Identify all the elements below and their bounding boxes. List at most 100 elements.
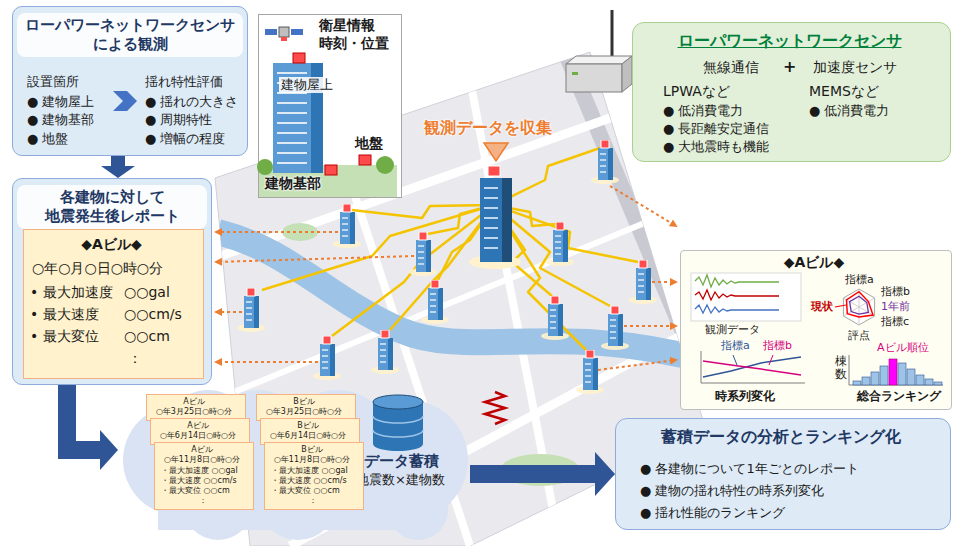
- node-text: 現状: [811, 300, 833, 314]
- arrow-head: [101, 166, 135, 178]
- leader-line: [216, 231, 338, 233]
- observation-box: ローパワーネットワークセンサ による観測設置箇所● 建物屋上● 建物基部● 地盤…: [12, 6, 248, 156]
- building-icon: [541, 296, 569, 340]
- radar-spokes: [843, 289, 874, 325]
- sensor-box: ローパワーネットワークセンサ無線通信+加速度センサLPWAなど● 低消費電力● …: [632, 22, 951, 162]
- node-text: ○年11月8日○時○分: [155, 455, 249, 465]
- building-icon: [371, 330, 399, 374]
- histogram-bar: [898, 363, 906, 385]
- leader-line: [216, 256, 414, 262]
- node-text: ：: [309, 496, 317, 506]
- waveform-frame: [691, 273, 801, 321]
- node-text: ○年○月○日○時○分: [32, 260, 163, 278]
- map-label: 観測データを収集: [424, 118, 552, 138]
- node-text: MEMSなど: [809, 83, 879, 101]
- hub-sensor: [488, 166, 500, 176]
- node-text: Bビル: [261, 421, 355, 431]
- histogram-bar: [934, 382, 942, 385]
- node-text: ● 建物の揺れ特性の時系列変化: [640, 483, 824, 499]
- radio-link: [332, 205, 494, 336]
- histogram-bar: [925, 379, 933, 385]
- report-note-small: Bビル○年11月8日○時○分・最大加速度 ○○gal・最大速度 ○○cm/s・最…: [264, 442, 364, 510]
- radio-link: [262, 205, 494, 290]
- node-text: 加速度センサ: [813, 59, 897, 77]
- node-text: ○○cm: [124, 328, 170, 346]
- satellite-panel: [291, 29, 303, 35]
- histogram-bar: [880, 366, 888, 385]
- waveform: [695, 305, 779, 313]
- waveform: [695, 290, 779, 300]
- radar-current: [847, 292, 874, 317]
- collect-pointer: [484, 143, 508, 161]
- node-text: • 最大速度: [30, 306, 99, 324]
- node-text: 無線通信: [703, 59, 759, 77]
- building-icon: [409, 232, 437, 276]
- node-text: ・最大変位 ○○cm: [161, 486, 230, 496]
- series-a: [703, 357, 801, 377]
- node-text: 地盤: [355, 135, 383, 153]
- road: [215, 200, 700, 400]
- node-text: ● 大地震時も機能: [663, 139, 769, 155]
- satellite-panel: [265, 29, 277, 35]
- node-text: ローパワーネットワークセンサ による観測: [17, 13, 243, 57]
- storage-cloud: データ蓄積地震数×建物数Aビル○年3月25日○時○分Aビル○年6月14日○時○分…: [118, 390, 470, 542]
- node-text: ○年3月25日○時○分: [257, 407, 351, 417]
- report-note-small: Bビル○年3月25日○時○分: [256, 394, 356, 421]
- node-text: ○年6月14日○時○分: [151, 431, 245, 441]
- node-text: データ蓄積: [364, 452, 439, 471]
- series-a-pointer: [733, 355, 737, 365]
- node-text: ・最大速度 ○○cm/s: [161, 476, 237, 486]
- node-text: 指標a: [845, 273, 874, 287]
- arrow-shaft: [470, 465, 596, 483]
- current-pointer: [835, 305, 846, 307]
- node-text: ● 揺れの大きさ: [145, 94, 238, 110]
- flow-arrow: [470, 452, 615, 496]
- report-note: ◆Aビル◆○年○月○日○時○分• 最大加速度○○gal• 最大速度○○cm/s•…: [23, 229, 204, 379]
- cloud-shape: [123, 390, 468, 540]
- node-text: 指標a: [721, 339, 750, 353]
- node-text: ・最大速度 ○○cm/s: [271, 476, 347, 486]
- tree: [257, 159, 273, 175]
- node-text: +: [783, 57, 796, 77]
- ground-sensor: [359, 155, 371, 165]
- report-leaders: [216, 186, 676, 370]
- node-text: ● 増幅の程度: [145, 131, 225, 147]
- radio-links: [262, 148, 638, 350]
- node-text: ◆Aビル◆: [681, 254, 947, 272]
- node-text: ● 建物屋上: [27, 94, 94, 110]
- building-icon: [313, 336, 341, 380]
- node-text: 蓄積データの分析とランキング化: [616, 427, 946, 447]
- arrow-shaft: [111, 156, 125, 167]
- node-text: ・最大変位 ○○cm: [271, 486, 340, 496]
- node-text: 建物基部: [265, 175, 321, 193]
- report-note-small: Aビル○年3月25日○時○分: [146, 394, 246, 421]
- hub-building: [480, 178, 502, 262]
- waveform: [695, 275, 779, 287]
- node-text: ：: [199, 496, 207, 506]
- histogram-bar: [853, 381, 861, 385]
- node-text: • 最大加速度: [30, 284, 113, 302]
- leader-line: [652, 281, 676, 283]
- base-sensor: [325, 165, 337, 175]
- node-text: 1年前: [881, 300, 910, 314]
- database-bands: [373, 416, 423, 437]
- node-text: ● 地盤: [27, 131, 68, 147]
- leader-line: [598, 360, 676, 370]
- node-text: 揺れ特性評価: [145, 74, 223, 90]
- arrow-shaft: [67, 385, 101, 450]
- histogram-bar: [862, 377, 870, 385]
- node-text: ・最大加速度 ○○gal: [271, 466, 348, 476]
- node-text: 総合ランキング: [857, 389, 941, 404]
- histogram-axes: [849, 355, 943, 385]
- node-text: 指標b: [763, 339, 792, 353]
- satellite-dish: [281, 37, 287, 41]
- antenna: [611, 10, 614, 58]
- node-text: Aビル: [155, 445, 249, 455]
- histogram-bar: [916, 375, 924, 385]
- arrow-head: [595, 452, 615, 496]
- node-text: ● 各建物について1年ごとのレポート: [640, 461, 859, 477]
- arrow-head: [100, 430, 118, 470]
- building-icon: [421, 280, 449, 324]
- quake-symbol: [485, 392, 505, 424]
